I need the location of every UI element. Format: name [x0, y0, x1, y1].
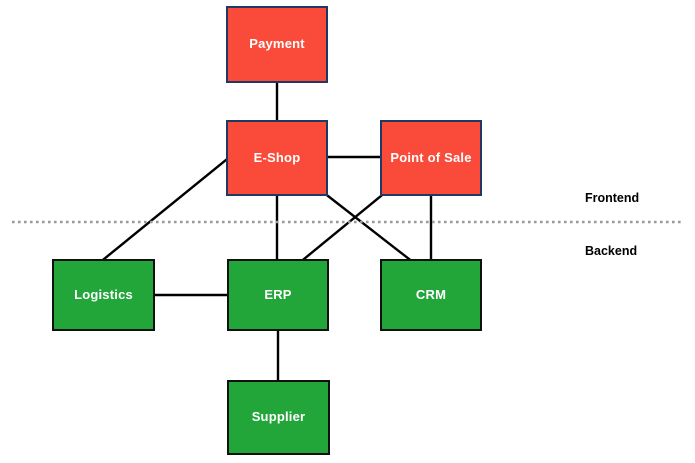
- connector-eshop-logistics: [102, 158, 228, 261]
- node-label-payment: Payment: [249, 36, 305, 52]
- node-erp[interactable]: ERP: [227, 259, 329, 331]
- connector-pos-erp: [302, 194, 383, 261]
- node-label-erp: ERP: [264, 286, 292, 302]
- node-label-crm: CRM: [415, 286, 447, 302]
- node-label-eshop: E-Shop: [253, 149, 301, 165]
- node-supplier[interactable]: Supplier: [227, 380, 330, 455]
- node-eshop[interactable]: E-Shop: [226, 120, 328, 196]
- node-label-logistics: Logistics: [74, 286, 133, 302]
- zone-label-backend: Backend: [585, 244, 638, 258]
- node-label-supplier: Supplier: [251, 409, 306, 425]
- node-point-of-sale[interactable]: Point of Sale: [380, 120, 482, 196]
- node-payment[interactable]: Payment: [226, 6, 328, 83]
- node-label-point-of-sale: Point of Sale: [390, 149, 472, 165]
- connector-eshop-crm: [326, 194, 411, 261]
- node-logistics[interactable]: Logistics: [52, 259, 155, 331]
- node-crm[interactable]: CRM: [380, 259, 482, 331]
- zone-label-frontend: Frontend: [585, 191, 640, 205]
